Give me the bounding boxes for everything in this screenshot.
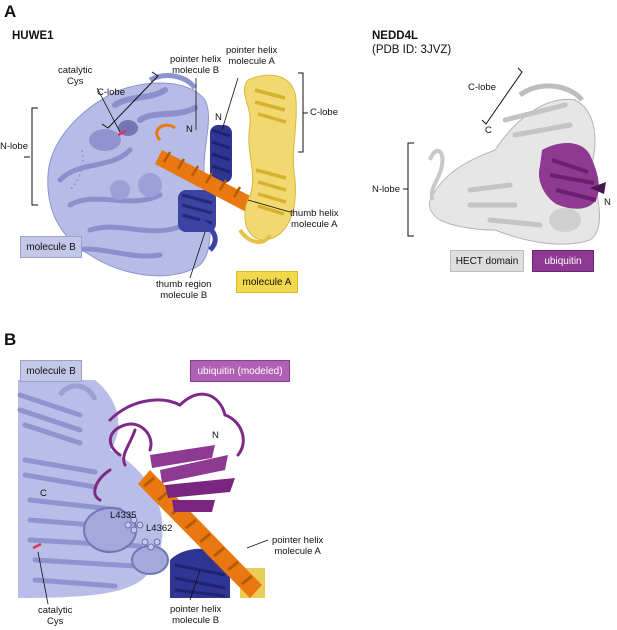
hect-domain-cartoon (428, 83, 600, 245)
nedd4l-c-terminus: C (485, 125, 492, 136)
panel-b-side-chains (124, 516, 161, 551)
huwe1-n-lobe-label: N-lobe (0, 141, 28, 152)
molecule-a-cartoon (238, 74, 297, 244)
pointer-helix-b-cartoon (178, 190, 218, 252)
panel-b-ubiquitin-cartoon (93, 392, 245, 512)
nedd4l-subtitle: (PDB ID: 3JVZ) (372, 44, 452, 56)
label-l4362: L4362 (146, 523, 173, 534)
huwe1-c-lobe-bracket (101, 71, 159, 129)
nedd4l-ubiquitin-cartoon (538, 143, 606, 209)
huwe1-c-lobe-label: C-lobe (97, 87, 125, 98)
legend-molecule-a: molecule A (236, 271, 298, 293)
huwe1-n-terminus-a: N (215, 112, 222, 123)
panel-b-c-terminus: C (40, 488, 47, 499)
panel-b-legend-ubiquitin: ubiquitin (modeled) (190, 360, 290, 382)
nedd4l-n-lobe-label: N-lobe (372, 184, 400, 195)
legend-molecule-b-a: molecule B (20, 236, 82, 258)
huwe1-n-lobe-bracket (31, 107, 38, 206)
huwe1-c-lobe-right-label: C-lobe (310, 107, 338, 118)
panel-b-letter: B (4, 330, 17, 349)
label-l4335: L4335 (110, 510, 137, 521)
nedd4l-n-terminus: N (604, 197, 611, 208)
molecule-b-cartoon (47, 73, 211, 277)
huwe1-title: HUWE1 (12, 30, 54, 42)
panel-b-legend-molecule-b: molecule B (20, 360, 82, 382)
panel-b-n-terminus: N (212, 430, 219, 441)
thumb-helix-a-cartoon (155, 123, 258, 214)
huwe1-n-terminus-b: N (186, 124, 193, 135)
panel-a-letter: A (4, 2, 17, 21)
nedd4l-title: NEDD4L (372, 30, 419, 42)
nedd4l-c-lobe-bracket (481, 67, 523, 125)
nedd4l-c-lobe-label: C-lobe (468, 82, 496, 93)
panel-b-catalytic-marker (32, 542, 42, 550)
legend-hect-domain: HECT domain (450, 250, 524, 272)
pointer-helix-a-cartoon (210, 125, 232, 183)
legend-ubiquitin: ubiquitin (532, 250, 594, 272)
catalytic-cys-marker (117, 129, 127, 137)
panel-b-molecule-b-cartoon (17, 380, 169, 598)
